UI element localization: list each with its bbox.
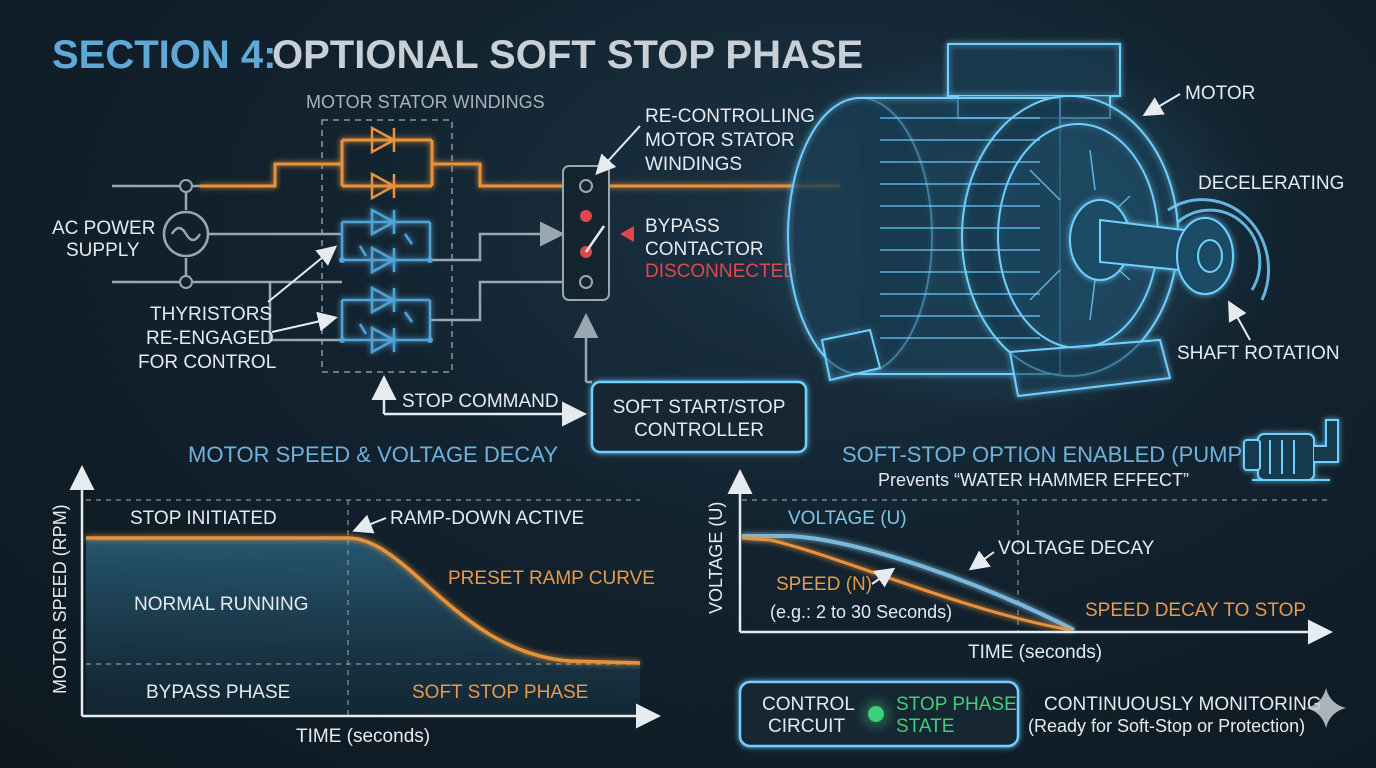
speed-decay-curve-line [741, 536, 1071, 632]
thyristors-label-2: RE-ENGAGED [146, 328, 274, 349]
speed-curve-line [86, 536, 641, 665]
ac-power-label-1: AC POWER [52, 218, 155, 239]
motor-label: MOTOR [1185, 83, 1255, 104]
contact-red-dot [580, 210, 592, 222]
voltage-curve-line [742, 534, 1075, 632]
arrow-thyristors-lower [271, 311, 338, 333]
arrow-thyristors-upper [267, 245, 338, 303]
soft-stop-phase-label: SOFT STOP PHASE [412, 682, 588, 703]
example-duration-label: (e.g.: 2 to 30 Seconds) [770, 602, 952, 622]
decay-chart-subheading: Prevents “WATER HAMMER EFFECT” [878, 470, 1189, 490]
decay-y-label: VOLTAGE (U) [706, 502, 726, 614]
normal-running-label: NORMAL RUNNING [134, 594, 309, 615]
monitor-label-1: CONTINUOUSLY MONITORING [1044, 694, 1322, 715]
thyristor-blue-lower [340, 285, 432, 355]
bypass-contactor-box [562, 165, 610, 301]
terminal-dot [179, 275, 193, 289]
bypass-phase-label: BYPASS PHASE [146, 682, 290, 703]
recontrol-label-1: RE-CONTROLLING [645, 106, 815, 127]
arrow-speed [871, 567, 896, 588]
arrow-recontrol [595, 125, 641, 175]
motor-illustration: MOTOR DECELERATING SHAFT ROTATION [740, 40, 1344, 420]
ac-power-label-2: SUPPLY [66, 240, 140, 261]
voltage-series-label: VOLTAGE (U) [788, 508, 907, 529]
stop-initiated-label: STOP INITIATED [130, 508, 277, 529]
decelerating-label: DECELERATING [1198, 173, 1344, 194]
decay-chart-heading: SOFT-STOP OPTION ENABLED (PUMP [842, 442, 1242, 467]
page-title: SECTION 4: OPTIONAL SOFT STOP PHASE [52, 33, 863, 77]
thyristor-blue-upper [340, 207, 432, 275]
arrow-motor [1142, 93, 1181, 117]
arrow-voltage-decay [968, 550, 995, 571]
state-label-1: STOP PHASE [896, 694, 1017, 715]
arrow-ramp-down [352, 514, 387, 534]
orange-phase-line [200, 138, 840, 188]
terminal-dot [179, 179, 193, 193]
speed-chart: MOTOR SPEED & VOLTAGE DECAY STOP INITIAT… [50, 442, 661, 747]
speed-decay-label: SPEED DECAY TO STOP [1085, 600, 1306, 621]
sine-wave-icon [170, 226, 202, 242]
voltage-decay-label: VOLTAGE DECAY [998, 538, 1155, 559]
stator-windings-label: MOTOR STATOR WINDINGS [306, 92, 545, 112]
controller-label-2: CONTROLLER [634, 420, 764, 441]
control-circuit-label-2: CIRCUIT [768, 716, 845, 737]
decay-chart: SOFT-STOP OPTION ENABLED (PUMP Prevents … [706, 419, 1339, 663]
title-main: OPTIONAL SOFT STOP PHASE [272, 33, 863, 77]
speed-y-label: MOTOR SPEED (RPM) [50, 504, 70, 694]
shaft-rotation-label: SHAFT ROTATION [1177, 343, 1340, 364]
thyristors-label-3: FOR CONTROL [138, 352, 276, 373]
state-label-2: STATE [896, 716, 954, 737]
recontrol-label-2: MOTOR STATOR [645, 130, 795, 151]
arrow-shaft [1228, 300, 1251, 341]
ac-source-symbol [162, 210, 210, 258]
thyristors-label-1: THYRISTORS [150, 304, 272, 325]
speed-chart-heading: MOTOR SPEED & VOLTAGE DECAY [188, 442, 558, 467]
control-circuit-label-1: CONTROL [762, 694, 855, 715]
controller-label-1: SOFT START/STOP [613, 397, 786, 418]
bypass-label-1: BYPASS [645, 216, 720, 237]
stop-command-label: STOP COMMAND [402, 391, 559, 412]
speed-x-label: TIME (seconds) [296, 726, 430, 747]
title-prefix: SECTION 4: [52, 33, 276, 77]
sparkle-icon [1306, 688, 1346, 728]
status-indicator-light [868, 706, 884, 722]
speed-series-label: SPEED (N) [776, 574, 872, 595]
status-panel: CONTROL CIRCUIT STOP PHASE STATE CONTINU… [738, 680, 1346, 748]
monitor-label-2: (Ready for Soft-Stop or Protection) [1028, 716, 1305, 736]
pump-icon [1243, 419, 1339, 481]
bypass-label-2: CONTACTOR [645, 239, 764, 260]
alert-triangle-icon [620, 226, 634, 242]
circuit-schematic: MOTOR STATOR WINDINGS [52, 92, 840, 454]
controller-box [590, 380, 808, 454]
recontrol-label-3: WINDINGS [645, 154, 742, 175]
preset-ramp-label: PRESET RAMP CURVE [448, 568, 655, 589]
ramp-down-label: RAMP-DOWN ACTIVE [390, 508, 584, 529]
thyristor-orange [370, 125, 397, 201]
speed-area-fill [86, 538, 640, 716]
decay-x-label: TIME (seconds) [968, 642, 1102, 663]
